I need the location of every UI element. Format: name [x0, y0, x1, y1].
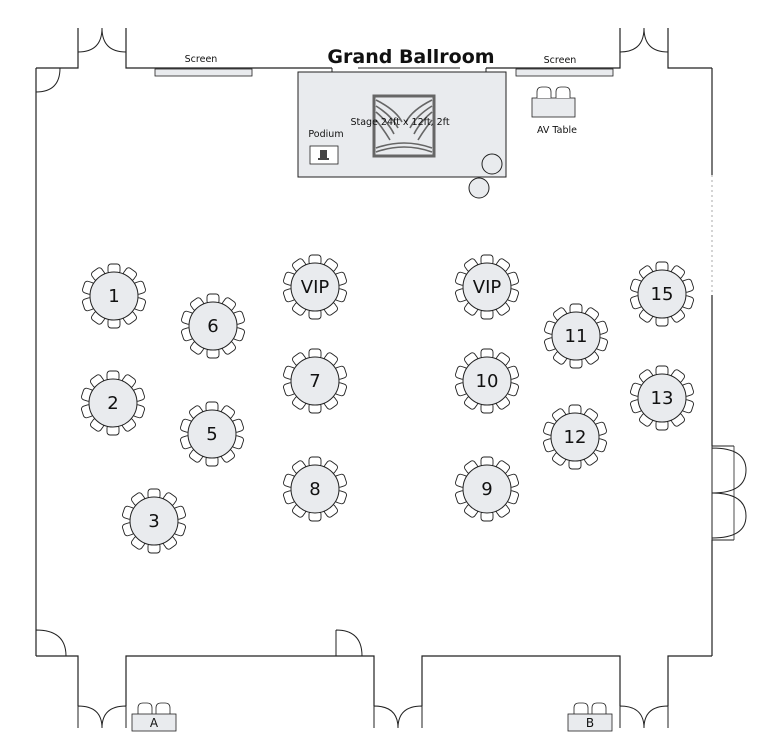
table-top	[637, 373, 687, 423]
table-top	[88, 378, 138, 428]
table-top	[290, 464, 340, 514]
av-table	[531, 86, 576, 118]
round-table: VIP	[283, 254, 347, 320]
table-top	[187, 409, 237, 459]
stage: Stage 24ft x 12ft, 2ft Podium	[297, 67, 507, 199]
doors	[35, 27, 747, 729]
stage-label: Stage 24ft x 12ft, 2ft	[350, 117, 449, 128]
av-table-label: AV Table	[537, 125, 577, 136]
table-label: VIP	[473, 277, 502, 298]
table-label: VIP	[301, 277, 330, 298]
table-top	[462, 464, 512, 514]
door-bottom-left-corner	[35, 629, 67, 657]
screen-left-label: Screen	[185, 54, 218, 65]
round-table: 1	[82, 263, 146, 329]
podium-label: Podium	[308, 129, 343, 140]
table-top	[550, 412, 600, 462]
entrance-table-a	[131, 702, 177, 732]
round-table: 2	[81, 370, 145, 436]
door-bottom-middle	[373, 705, 399, 729]
entrance-b-label: B	[586, 716, 594, 730]
stage-steps-circle	[481, 153, 503, 175]
table-top	[290, 262, 340, 312]
table-top	[129, 496, 179, 546]
table-label: 13	[651, 388, 674, 409]
entrance-table-b	[567, 702, 613, 732]
table-label: 15	[651, 284, 674, 305]
table-top	[462, 262, 512, 312]
door-left-top	[35, 67, 61, 93]
table-label: 3	[148, 511, 159, 532]
table-label: 12	[564, 427, 587, 448]
round-table: 11	[544, 303, 608, 369]
table-top	[637, 269, 687, 319]
round-table: VIP	[455, 254, 519, 320]
round-table: 7	[283, 348, 347, 414]
entrance-a-label: A	[150, 716, 159, 730]
table-label: 1	[108, 286, 119, 307]
room-title: Grand Ballroom	[327, 46, 494, 68]
door-bottom-middle-swing	[335, 629, 363, 657]
round-table: 10	[455, 348, 519, 414]
stage-curtain-icon	[372, 94, 436, 158]
table-label: 9	[481, 479, 492, 500]
table-label: 11	[565, 326, 588, 347]
door-top-right	[619, 27, 645, 53]
table-top	[462, 356, 512, 406]
door-bottom-right	[619, 705, 645, 729]
table-label: 2	[107, 393, 118, 414]
table-top	[89, 271, 139, 321]
table-top	[290, 356, 340, 406]
round-table: 5	[180, 401, 244, 467]
door-bottom-left	[77, 705, 103, 729]
round-table: 3	[122, 488, 186, 554]
door-top-left	[77, 27, 103, 53]
round-table: 12	[543, 404, 607, 470]
round-table: 8	[283, 456, 347, 522]
table-label: 6	[207, 316, 218, 337]
screen-right	[515, 68, 614, 77]
screen-right-label: Screen	[544, 55, 577, 66]
table-label: 5	[206, 424, 217, 445]
round-table: 13	[630, 365, 694, 431]
table-label: 8	[309, 479, 320, 500]
table-label: 10	[476, 371, 499, 392]
stage-steps-circle-2	[468, 177, 490, 199]
round-table: 6	[181, 293, 245, 359]
screen-left	[154, 68, 253, 77]
table-label: 7	[309, 371, 320, 392]
podium-icon	[318, 150, 329, 160]
round-table: 15	[630, 261, 694, 327]
table-top	[188, 301, 238, 351]
round-table: 9	[455, 456, 519, 522]
table-top	[551, 311, 601, 361]
